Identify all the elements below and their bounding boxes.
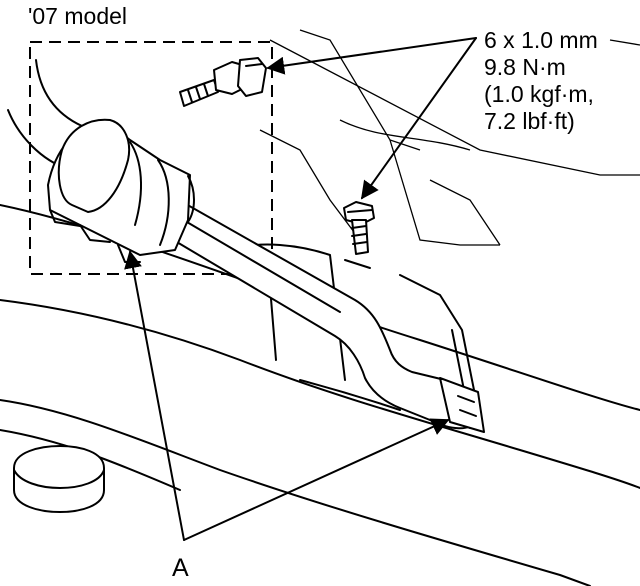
hose-clamp — [47, 118, 195, 263]
mounting-bracket — [159, 194, 485, 433]
lower-bolt — [343, 201, 375, 255]
torque-nm: 9.8 N·m — [484, 54, 566, 80]
torque-lbfft: 7.2 lbf·ft) — [484, 108, 575, 134]
spec-leaders — [266, 37, 477, 200]
body-plug — [13, 445, 105, 513]
upper-bolt — [179, 57, 267, 107]
model-detail-box — [29, 41, 273, 275]
callout-a-label: A — [172, 554, 189, 582]
callout-a-leaders — [124, 250, 450, 541]
torque-kgfm: (1.0 kgf·m, — [484, 81, 594, 107]
bolt-size: 6 x 1.0 mm — [484, 27, 598, 53]
model-label: '07 model — [28, 3, 128, 29]
bolt-spec-label: 6 x 1.0 mm 9.8 N·m (1.0 kgf·m, 7.2 lbf·f… — [484, 27, 598, 135]
